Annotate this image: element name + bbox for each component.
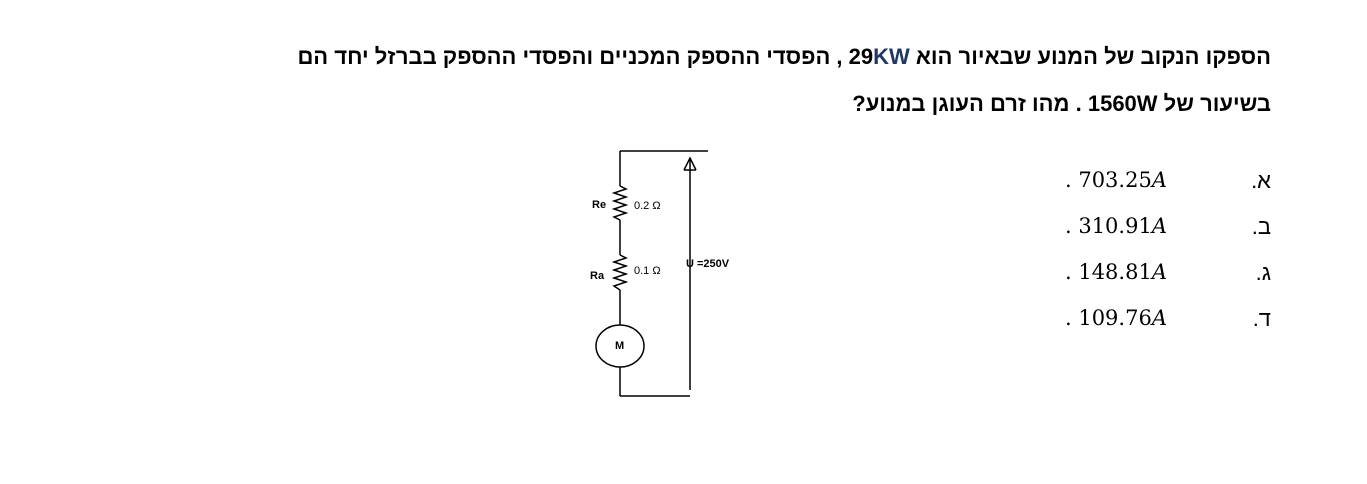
option-b-letter: ב. <box>1251 214 1271 239</box>
option-c-value: . 148.81A <box>1065 260 1167 284</box>
power-value: 29 <box>848 44 874 69</box>
power-unit: KW <box>873 44 910 69</box>
question-line-1: הספקו הנקוב של המנוע שבאיור הוא 29KW , ה… <box>297 44 1271 70</box>
option-a-number: . 703.25 <box>1064 168 1152 192</box>
motor-label: M <box>615 340 624 352</box>
option-c[interactable]: ג. . 148.81A <box>0 260 1367 290</box>
option-d-unit: A <box>1151 306 1167 330</box>
option-b-number: . 310.91 <box>1064 214 1152 238</box>
question-line-2: בשיעור של 1560W . מהו זרם העוגן במנוע? <box>852 91 1271 116</box>
option-a-unit: A <box>1151 168 1167 192</box>
option-d-letter: ד. <box>1252 306 1271 331</box>
re-value: 0.2 Ω <box>634 200 661 212</box>
re-label: Re <box>592 199 606 211</box>
option-d[interactable]: ד. . 109.76A <box>0 306 1367 336</box>
option-b-unit: A <box>1151 214 1167 238</box>
option-a[interactable]: א. . 703.25A <box>0 168 1367 198</box>
option-c-unit: A <box>1151 260 1167 284</box>
option-c-number: . 148.81 <box>1064 260 1152 284</box>
option-c-letter: ג. <box>1255 260 1271 285</box>
option-a-value: . 703.25A <box>1065 168 1167 192</box>
ra-value: 0.1 Ω <box>634 265 661 277</box>
option-a-letter: א. <box>1251 168 1271 193</box>
option-b-value: . 310.91A <box>1065 214 1167 238</box>
re-resistor <box>611 185 629 221</box>
voltage-label: U =250V <box>686 258 730 270</box>
voltage-arrow-head <box>683 156 697 171</box>
option-d-value: . 109.76A <box>1065 306 1167 330</box>
question-line-1-end: , הפסדי ההספק המכניים והפסדי ההספק בברזל… <box>297 44 849 69</box>
option-b[interactable]: ב. . 310.91A <box>0 214 1367 244</box>
ra-resistor <box>611 254 629 291</box>
option-d-number: . 109.76 <box>1064 306 1152 330</box>
ra-label: Ra <box>590 270 605 282</box>
question-line-1-start: הספקו הנקוב של המנוע שבאיור הוא <box>909 44 1271 69</box>
